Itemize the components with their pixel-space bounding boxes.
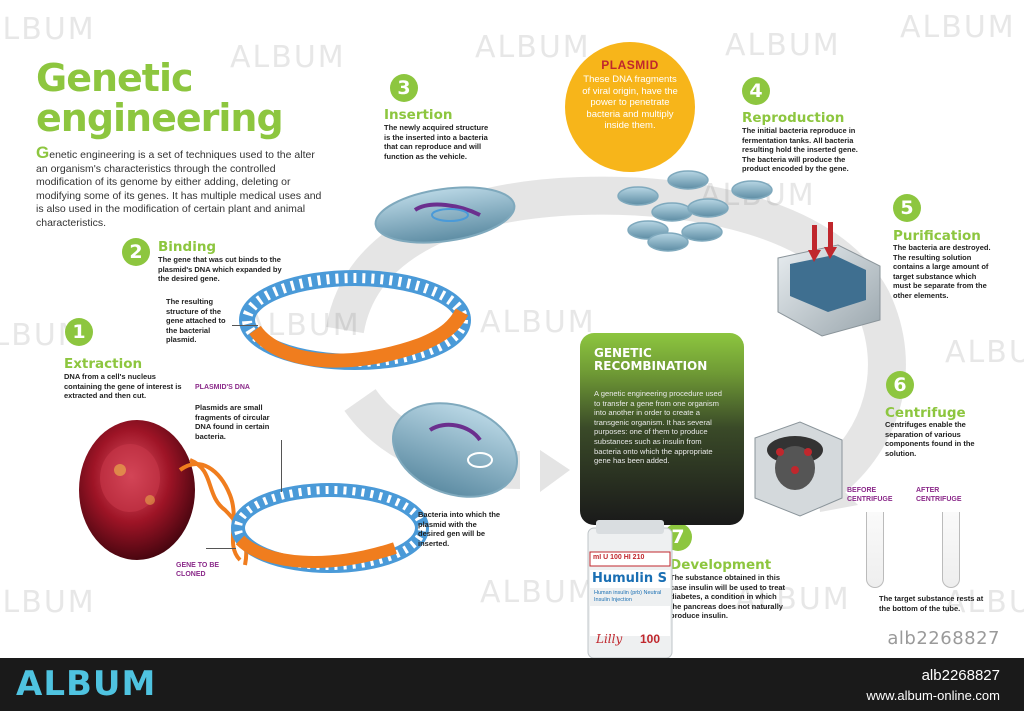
- watermark-text: ALBUM: [480, 305, 596, 340]
- test-tube-before: [866, 512, 884, 588]
- leader-line: [206, 548, 236, 549]
- watermark-text: ALBUM: [725, 28, 841, 63]
- watermark-text: ALBUM: [230, 40, 346, 75]
- infographic-canvas: ALBUM ALBUM ALBUM ALBUM ALBUM ALBUM ALBU…: [0, 10, 1024, 658]
- step-2-text: The gene that was cut binds to the plasm…: [158, 255, 282, 283]
- genetic-recombination-text: A genetic engineering procedure used to …: [594, 389, 722, 466]
- step-1-title: Extraction: [64, 356, 143, 372]
- step-4-text: The initial bacteria reproduce in fermen…: [742, 126, 858, 173]
- step-4-title: Reproduction: [742, 110, 845, 126]
- step-1-text: DNA from a cell's nucleus containing the…: [64, 372, 182, 400]
- step-3-badge: 3: [390, 74, 418, 102]
- watermark-text: ALBUM: [480, 575, 596, 610]
- step-6-title: Centrifuge: [885, 405, 966, 421]
- album-logo[interactable]: ALBUM: [16, 664, 157, 704]
- step-3-title: Insertion: [384, 107, 453, 123]
- watermark-text: ALBUM: [945, 585, 1024, 620]
- footer-bar: ALBUM alb2268827 www.album-online.com: [0, 658, 1024, 711]
- watermark-text: ALBUM: [245, 308, 361, 343]
- step-6-badge: 6: [886, 371, 914, 399]
- step-5-title: Purification: [893, 228, 981, 244]
- step-2-title: Binding: [158, 239, 217, 255]
- vial-maker: Lilly: [596, 632, 623, 646]
- vial-brand: Humulin S: [592, 571, 667, 586]
- leader-line: [281, 440, 282, 492]
- intro-drop-cap: G: [36, 143, 50, 162]
- watermark-id: alb2268827: [887, 628, 1000, 649]
- intro-text: enetic engineering is a set of technique…: [36, 149, 322, 229]
- plasmid-heading: PLASMID: [601, 58, 659, 72]
- bacteria-into-note: Bacteria into which the plasmid with the…: [418, 510, 501, 548]
- plasmids-dna-label: PLASMID'S DNA: [195, 384, 250, 391]
- footer-image-id: alb2268827: [921, 667, 1000, 684]
- watermark-text: ALBUM: [0, 12, 96, 47]
- leader-line: [232, 325, 258, 326]
- step-1-badge: 1: [65, 318, 93, 346]
- watermark-text: ALBUM: [900, 10, 1016, 45]
- step-7-text: The substance obtained in this case insu…: [670, 573, 786, 620]
- page-title: Genetic engineering: [36, 56, 284, 140]
- step-3-text: The newly acquired structure is the inse…: [384, 123, 489, 161]
- gene-to-be-cloned-label: GENE TO BE CLONED: [176, 562, 220, 578]
- step-7-title: Development: [670, 557, 772, 573]
- plasmids-dna-text: Plasmids are small fragments of circular…: [195, 403, 270, 441]
- genetic-recombination-heading: GENETIC RECOMBINATION: [594, 346, 708, 373]
- step-6-text: Centrifuges enable the separation of var…: [885, 420, 975, 458]
- watermark-text: ALBUM: [735, 582, 851, 617]
- resulting-structure-note: The resulting structure of the gene atta…: [166, 297, 226, 344]
- footer-url-link[interactable]: www.album-online.com: [866, 688, 1000, 703]
- vial-number: 100: [640, 632, 661, 646]
- step-5-badge: 5: [893, 194, 921, 222]
- watermark-text: ALBUM: [700, 178, 816, 213]
- step-5-text: The bacteria are destroyed. The resultin…: [893, 243, 991, 300]
- watermark-text: ALBUM: [0, 585, 96, 620]
- plasmid-text: These DNA fragments of viral origin, hav…: [582, 74, 678, 131]
- vial-top-band: ml U 100 HI 210: [593, 554, 645, 561]
- before-centrifuge-label: BEFORE CENTRIFUGE: [847, 487, 893, 503]
- target-rests-note: The target substance rests at the bottom…: [879, 594, 984, 613]
- genetic-recombination-box: GENETIC RECOMBINATION A genetic engineer…: [580, 333, 744, 525]
- step-2-badge: 2: [122, 238, 150, 266]
- step-7-badge: 7: [664, 523, 692, 551]
- test-tube-after: [942, 512, 960, 588]
- after-centrifuge-label: AFTER CENTRIFUGE: [916, 487, 962, 503]
- cycle-arrowhead: [540, 450, 570, 492]
- watermark-text: ALBUM: [945, 335, 1024, 370]
- intro-paragraph: Genetic engineering is a set of techniqu…: [36, 143, 326, 230]
- vial-small-text: Human insulin (prb) Neutral Insulin Inje…: [594, 590, 662, 603]
- step-4-badge: 4: [742, 77, 770, 105]
- watermark-text: ALBUM: [475, 30, 591, 65]
- plasmid-info-circle: PLASMID These DNA fragments of viral ori…: [565, 42, 695, 172]
